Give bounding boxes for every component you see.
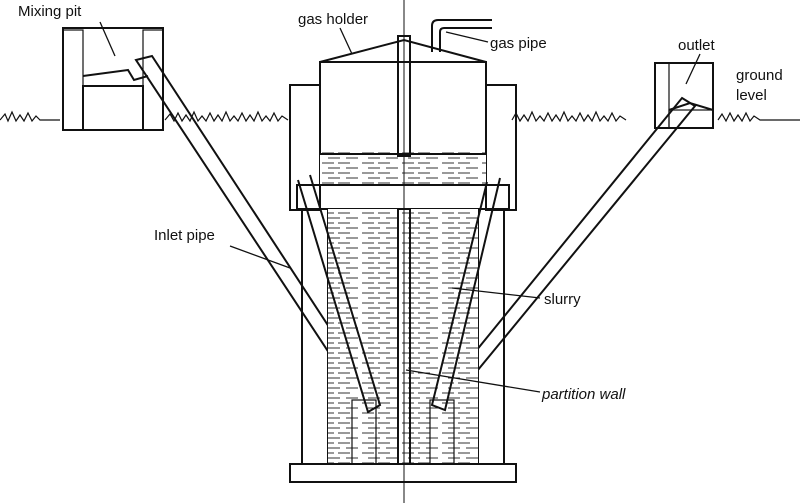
gas-pipe [431,19,492,52]
label-outlet: outlet [678,37,716,54]
label-level: level [736,87,767,104]
label-gas-holder: gas holder [298,11,368,28]
label-slurry: slurry [544,291,581,308]
slurry [328,209,478,464]
outlet-pipe-inner [430,177,501,412]
label-inlet-pipe: Inlet pipe [154,227,215,244]
base-slab [289,463,517,483]
leader-lines [99,21,701,393]
label-mixing-pit: Mixing pit [18,3,82,20]
ground-line [0,110,800,123]
digester-collar [289,84,517,211]
support-beam [296,184,510,210]
inlet-pipe-inner [297,174,382,414]
label-ground: ground [736,67,783,84]
mixing-pit [62,27,164,131]
label-partition-wall: partition wall [541,386,626,403]
gas-holder [319,35,487,157]
label-gas-pipe: gas pipe [490,35,547,52]
